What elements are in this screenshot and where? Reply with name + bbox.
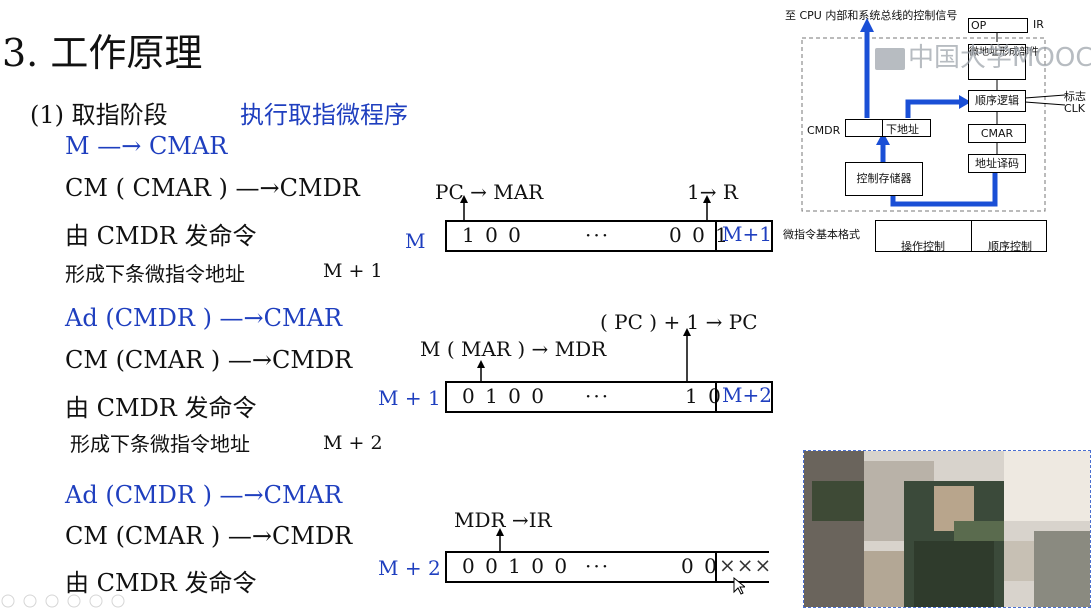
slide-title: 3. 工作原理 xyxy=(2,31,203,75)
micro-instruction-box: 0 1 0 0 ··· 1 0 M+2 xyxy=(445,381,773,413)
micro-address-label: M + 2 xyxy=(378,556,441,580)
step-line: 由 CMDR 发命令 xyxy=(65,222,257,250)
seq-control-label: 顺序控制 xyxy=(988,240,1032,253)
next-address: M + 2 xyxy=(323,432,383,454)
ellipsis: ··· xyxy=(585,384,611,408)
cmdr-label: CMDR xyxy=(807,124,841,137)
phase-label: (1) 取指阶段 xyxy=(30,101,168,129)
op-field-bits: 0 0 1 xyxy=(669,223,730,247)
presenter-video[interactable] xyxy=(803,450,1091,608)
step-line: CM ( CMAR ) —→CMDR xyxy=(65,174,360,202)
diagram-lines xyxy=(801,18,1066,212)
step-line: CM (CMAR ) —→CMDR xyxy=(65,346,353,374)
operation-label: M ( MAR ) → MDR xyxy=(420,337,607,361)
ellipsis: ··· xyxy=(585,223,611,247)
ellipsis: ··· xyxy=(585,554,611,578)
next-address-field: M+2 xyxy=(722,383,772,407)
control-store: 控制存储器 xyxy=(845,162,923,196)
op-field-bits: 0 0 1 0 0 xyxy=(462,554,570,578)
step-line: 由 CMDR 发命令 xyxy=(65,569,257,597)
format-caption: 微指令基本格式 xyxy=(783,228,860,241)
micro-address-label: M xyxy=(405,229,426,253)
flag-label: 标志 xyxy=(1064,90,1086,103)
operation-arrows xyxy=(477,328,691,381)
mooc-watermark: 中国大学MOOC xyxy=(875,37,1091,74)
op-field-bits: 1 0 xyxy=(685,384,723,408)
sequence-logic: 顺序逻辑 xyxy=(968,90,1026,112)
cmar-register: CMAR xyxy=(968,124,1026,143)
mouse-cursor-icon xyxy=(733,577,745,595)
address-decoder: 地址译码 xyxy=(968,154,1026,173)
op-field-bits: 0 0 xyxy=(681,554,719,578)
control-unit-diagram: 至 CPU 内部和系统总线的控制信号 OP IR 微地址形成部件 顺序逻辑 标志… xyxy=(775,0,1091,260)
step-line: CM (CMAR ) —→CMDR xyxy=(65,522,353,550)
step-line: 形成下条微指令地址 xyxy=(65,262,245,286)
ir-label: IR xyxy=(1033,18,1044,31)
micro-instruction-box: 0 0 1 0 0 ··· 0 0 ××× xyxy=(445,551,773,583)
step-line: 由 CMDR 发命令 xyxy=(65,394,257,422)
clk-label: CLK xyxy=(1064,102,1086,115)
op-control-label: 操作控制 xyxy=(901,240,945,253)
operation-arrows xyxy=(460,195,711,220)
micro-address-label: M + 1 xyxy=(378,386,441,410)
phase-action: 执行取指微程序 xyxy=(240,101,408,129)
operation-label: PC → MAR xyxy=(435,180,544,204)
step-line: Ad (CMDR ) —→CMAR xyxy=(65,304,343,332)
micro-address-former: 微地址形成部件 xyxy=(968,44,1039,80)
step-line: 形成下条微指令地址 xyxy=(70,432,250,456)
diagram-caption: 至 CPU 内部和系统总线的控制信号 xyxy=(785,9,958,22)
step-line: M —→ CMAR xyxy=(65,132,228,160)
op-field-bits: 1 0 0 xyxy=(462,223,523,247)
operation-label: ( PC ) + 1 → PC xyxy=(600,310,758,334)
op-register: OP xyxy=(968,18,1028,33)
slide-toolbar xyxy=(1,594,125,608)
next-address: M + 1 xyxy=(323,260,383,282)
micro-instruction-box: 1 0 0 ··· 0 0 1 M+1 xyxy=(445,220,773,252)
step-line: Ad (CMDR ) —→CMAR xyxy=(65,481,343,509)
operation-label: MDR →IR xyxy=(454,508,552,532)
presenter-video-frame xyxy=(804,451,1090,607)
cmdr-register: 下地址 xyxy=(845,119,931,137)
format-box: 操作控制 顺序控制 xyxy=(875,220,1047,253)
operation-label: 1→ R xyxy=(687,180,738,204)
next-address-field: M+1 xyxy=(722,222,772,246)
next-address-field: ××× xyxy=(719,553,773,577)
op-field-bits: 0 1 0 0 xyxy=(462,384,546,408)
operation-arrow xyxy=(496,528,504,551)
